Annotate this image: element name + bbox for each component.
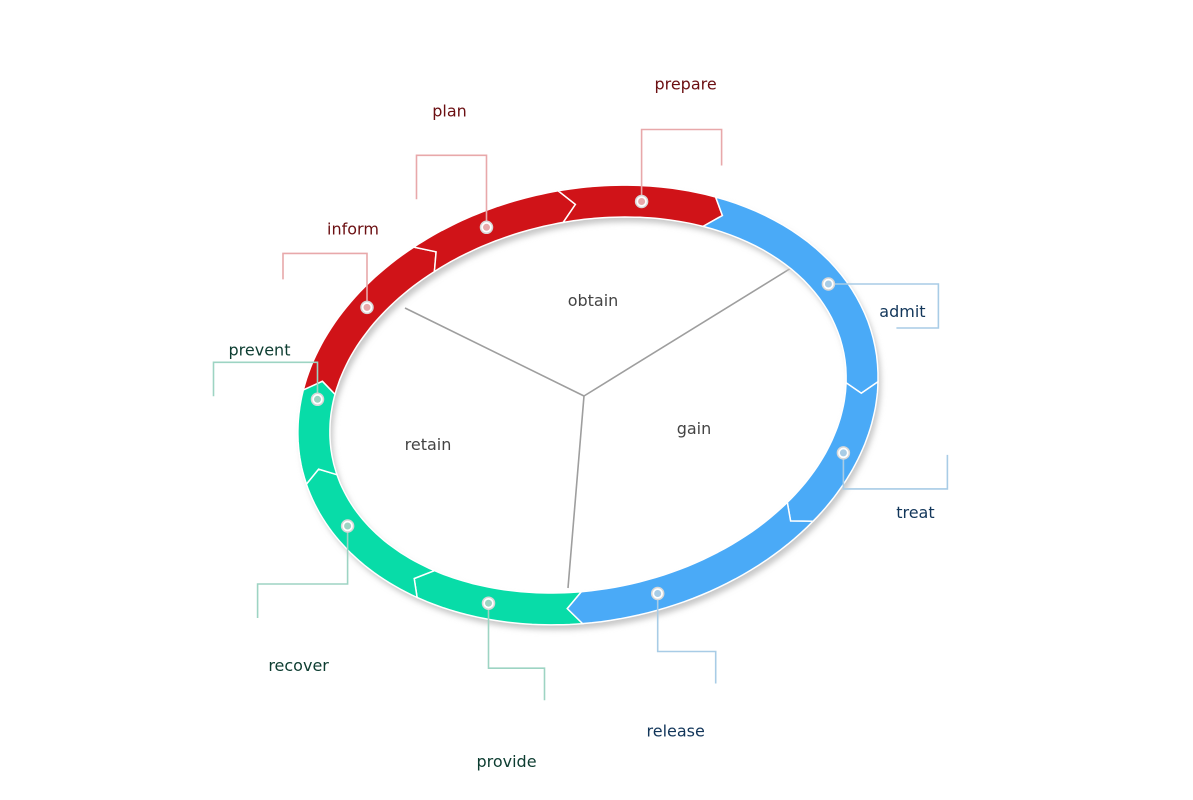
callout-line-inform [282, 252, 368, 308]
step-callouts: inform plan prepare admit treat release provid… [212, 75, 949, 771]
sector-label-gain: gain [677, 419, 712, 438]
sector-dividers [404, 264, 797, 589]
ring-segment-plan [411, 190, 577, 274]
sector-label-obtain: obtain [568, 291, 619, 310]
ring-segment-inform [302, 246, 437, 396]
sector-divider-3 [404, 307, 585, 397]
ring-segment-recover [305, 468, 437, 599]
step-label-recover: recover [268, 656, 329, 675]
ring-segment-prevent [297, 380, 339, 486]
step-marker-core-provide [485, 599, 492, 607]
step-label-prepare: prepare [654, 75, 716, 94]
step-marker-core-plan [483, 223, 490, 231]
sector-divider-2 [567, 395, 585, 589]
step-label-release: release [647, 722, 705, 741]
callout-line-plan [415, 154, 488, 228]
process-ring [297, 184, 879, 626]
step-marker-core-admit [824, 280, 832, 288]
callout-line-prevent [212, 361, 319, 400]
step-label-provide: provide [476, 752, 536, 771]
step-marker-core-treat [839, 449, 847, 457]
sector-divider-1 [583, 264, 797, 397]
step-marker-core-release [654, 590, 662, 597]
step-marker-core-recover [344, 522, 352, 530]
callout-line-recover [256, 526, 349, 618]
callout-line-treat [842, 452, 949, 490]
ring-segment-provide [413, 569, 585, 626]
step-label-admit: admit [879, 302, 925, 321]
callout-line-release [656, 593, 717, 684]
step-marker-core-prepare [638, 198, 646, 205]
callout-line-prepare [640, 128, 723, 202]
ring-segment-admit [701, 195, 879, 395]
step-marker-core-inform [363, 303, 371, 311]
step-label-treat: treat [896, 503, 934, 522]
sector-label-retain: retain [405, 435, 452, 454]
step-marker-core-prevent [314, 395, 321, 403]
step-label-inform: inform [327, 219, 379, 238]
callout-line-provide [487, 603, 546, 701]
callout-line-admit [828, 283, 940, 329]
sector-labels: obtain gain retain [405, 291, 712, 454]
step-label-prevent: prevent [229, 340, 291, 359]
step-label-plan: plan [432, 101, 467, 120]
